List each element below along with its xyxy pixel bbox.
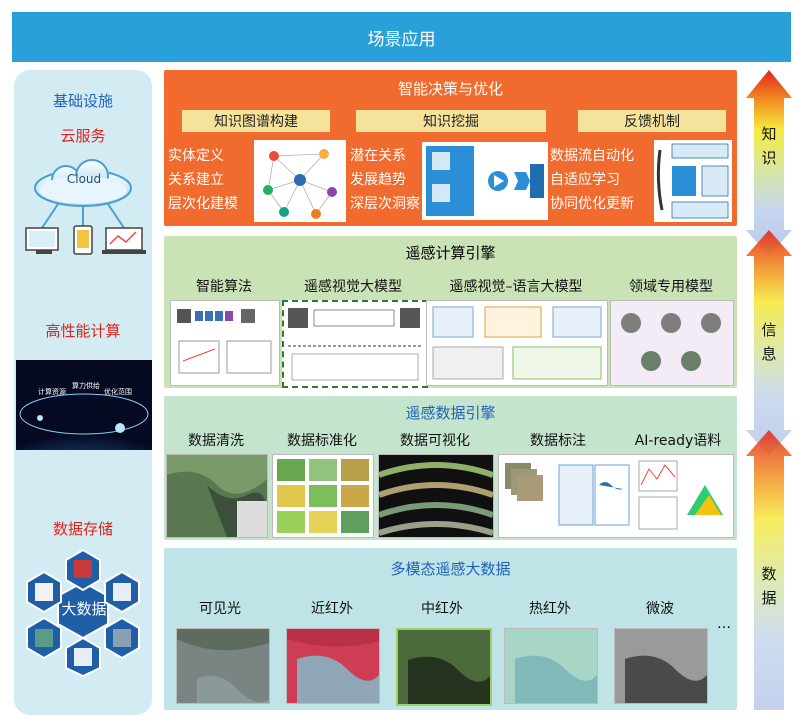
vision-language-model-figure (426, 300, 608, 386)
term-6: 深层次洞察 (350, 196, 420, 212)
data-label: 数 据 (746, 562, 792, 610)
cloud-service-label: 云服务 (60, 127, 106, 145)
mir-band-image (396, 628, 492, 706)
compute-item-3: 遥感视觉–语言大模型 (449, 279, 583, 295)
knowledge-char-2: 识 (761, 149, 777, 167)
storage-label: 数据存储 (52, 520, 113, 538)
vision-model-figure (282, 300, 428, 388)
tir-band-image (504, 628, 598, 704)
band-label-visible: 可见光 (199, 601, 241, 617)
term-8: 自适应学习 (550, 172, 620, 188)
information-char-1: 信 (761, 321, 777, 339)
cloud-icon (25, 159, 146, 255)
data-item-4: 数据标注 (530, 433, 586, 449)
term-4: 潜在关系 (350, 148, 406, 164)
knowledge-label: 知 识 (746, 122, 792, 170)
compute-item-1: 智能算法 (196, 279, 252, 295)
compute-title: 遥感计算引擎 (405, 244, 496, 262)
compute-item-2: 遥感视觉大模型 (304, 279, 402, 295)
hpc-globe-image: 计算资源 算力供给 优化范围 (16, 360, 152, 450)
tag-knowledge-graph: 知识图谱构建 (182, 110, 330, 132)
tag-knowledge-mining: 知识挖掘 (356, 110, 546, 132)
information-label: 信 息 (746, 318, 792, 366)
band-label-microwave: 微波 (646, 601, 674, 617)
information-char-2: 息 (761, 345, 777, 363)
bigdata-hexagons (26, 548, 140, 678)
data-cleaning-image (166, 454, 268, 538)
term-2: 关系建立 (168, 172, 224, 188)
band-label-tir: 热红外 (529, 601, 571, 617)
data-engine-title: 遥感数据引擎 (405, 404, 496, 422)
graph-terms: 实体定义 关系建立 层次化建模 (168, 144, 238, 216)
cloud-label: Cloud (66, 172, 102, 186)
band-label-nir: 近红外 (311, 601, 353, 617)
top-banner: 场景应用 (12, 12, 791, 62)
data-annotation-image (498, 454, 734, 538)
data-char-2: 据 (761, 589, 777, 607)
hpc-label-3: 优化范围 (104, 387, 132, 396)
decision-title: 智能决策与优化 (397, 80, 503, 98)
nir-band-image (286, 628, 380, 704)
algorithm-figure (170, 300, 280, 386)
infrastructure-heading: 基础设施 (52, 92, 113, 110)
term-5: 发展趋势 (350, 172, 406, 188)
mining-terms: 潜在关系 发展趋势 深层次洞察 (350, 144, 420, 216)
data-engine-panel: 遥感数据引擎 数据清洗 数据标准化 数据可视化 数据标注 AI-ready语料 (164, 396, 737, 540)
compute-engine-panel: 遥感计算引擎 智能算法 遥感视觉大模型 遥感视觉–语言大模型 领域专用模型 (164, 236, 737, 388)
data-item-2: 数据标准化 (287, 433, 357, 449)
visible-band-image (176, 628, 270, 704)
multimodal-bigdata-panel: 多模态遥感大数据 可见光 近红外 中红外 热红外 微波 … (164, 548, 737, 710)
knowledge-mining-image (422, 142, 548, 220)
tag-feedback: 反馈机制 (578, 110, 726, 132)
data-standardization-image (272, 454, 374, 538)
term-9: 协同优化更新 (550, 196, 634, 212)
infrastructure-column: 基础设施 云服务 Cloud 高性能计算 (14, 70, 152, 715)
data-info-knowledge-arrow (746, 70, 792, 710)
term-3: 层次化建模 (168, 196, 238, 212)
more-ellipsis: … (717, 616, 731, 632)
hpc-label-2: 算力供给 (72, 381, 100, 390)
banner-title: 场景应用 (367, 29, 436, 50)
compute-item-4: 领域专用模型 (629, 279, 713, 295)
band-label-mir: 中红外 (421, 601, 463, 617)
data-char-1: 数 (761, 565, 777, 583)
bigdata-label: 大数据 (61, 600, 107, 618)
domain-model-figure (610, 300, 734, 386)
feedback-terms: 数据流自动化 自适应学习 协同优化更新 (550, 144, 634, 216)
hpc-label-1: 计算资源 (38, 387, 66, 396)
knowledge-char-1: 知 (761, 125, 777, 143)
data-item-1: 数据清洗 (188, 433, 244, 449)
knowledge-graph-image (254, 140, 346, 222)
data-item-3: 数据可视化 (400, 433, 470, 449)
term-1: 实体定义 (168, 148, 224, 164)
bigdata-title: 多模态遥感大数据 (390, 560, 511, 578)
hpc-label: 高性能计算 (45, 322, 121, 340)
data-visualization-image (378, 454, 494, 538)
microwave-band-image (614, 628, 708, 704)
decision-panel: 智能决策与优化 知识图谱构建 知识挖掘 反馈机制 实体定义 关系建立 层次化建模… (164, 70, 737, 226)
data-item-5: AI-ready语料 (634, 433, 722, 449)
term-7: 数据流自动化 (550, 148, 634, 164)
feedback-mechanism-image (654, 140, 732, 222)
